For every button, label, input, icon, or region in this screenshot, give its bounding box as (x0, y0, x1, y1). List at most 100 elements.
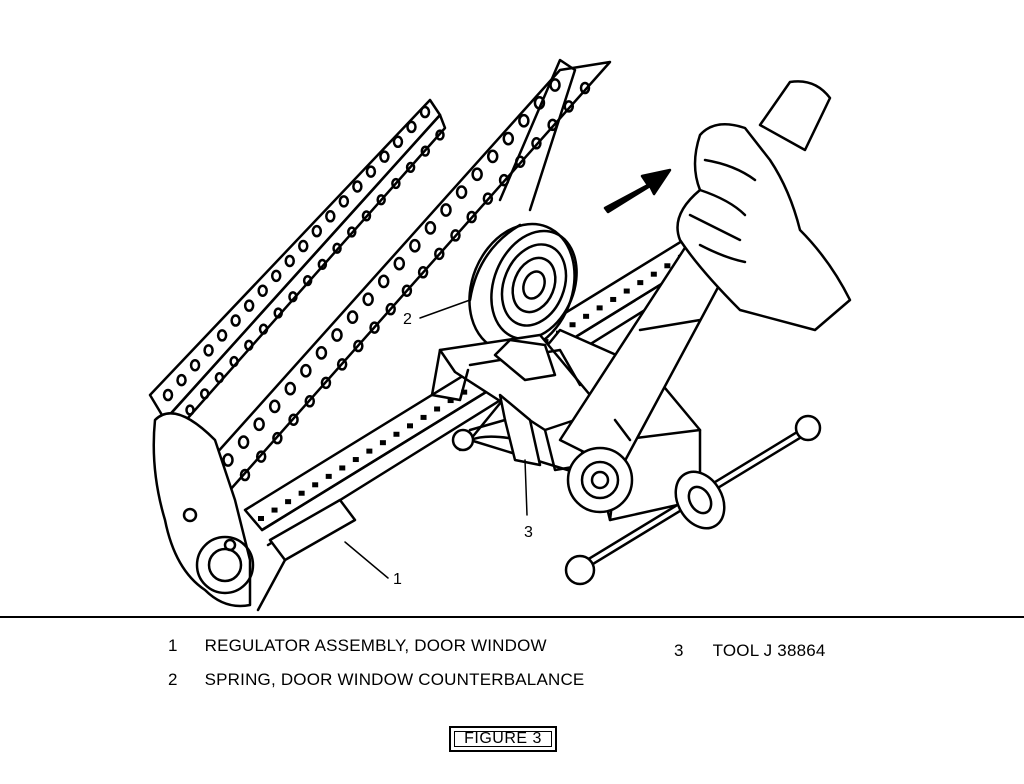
rack-tooth (664, 263, 671, 269)
perforation-hole (244, 339, 254, 351)
perforation-hole (253, 417, 265, 432)
perforation-hole (222, 453, 234, 467)
perforation-hole (391, 177, 401, 190)
perforation-hole (268, 399, 281, 414)
perforation-hole (417, 266, 429, 279)
perforation-hole (377, 274, 390, 289)
legend-text: TOOL J 38864 (712, 641, 826, 660)
rack-tooth (623, 288, 630, 294)
rack-tooth (366, 448, 373, 454)
legend-number: 2 (168, 670, 178, 689)
counterbalance-spring (468, 58, 578, 354)
rack-tooth (258, 516, 264, 521)
perforation-hole (579, 81, 591, 95)
perforation-hole (304, 395, 316, 408)
perforation-hole (440, 203, 452, 217)
rack-tooth (312, 482, 319, 488)
vise-handle (564, 414, 822, 586)
perforation-hole (270, 269, 282, 283)
perforation-hole (405, 161, 416, 173)
perforation-hole (369, 321, 380, 334)
perforation-hole (320, 376, 332, 390)
rack-tooth (461, 389, 468, 395)
callout-3: 3 (524, 524, 533, 541)
direction-arrow (603, 168, 672, 214)
perforation-hole (216, 329, 228, 342)
perforation-hole (162, 388, 174, 402)
perforation-hole (239, 468, 251, 482)
tool-clamp (430, 333, 592, 472)
perforated-track-left (148, 98, 447, 438)
perforation-hole (229, 355, 239, 368)
perforation-hole (401, 284, 413, 297)
rack-tooth (583, 313, 590, 319)
perforation-hole (189, 358, 201, 372)
perforation-hole (331, 328, 343, 342)
rack-tooth (420, 414, 427, 420)
perforation-hole (243, 299, 255, 312)
rack-tooth (298, 490, 305, 496)
rack-tooth (285, 499, 292, 505)
perforation-hole (361, 210, 372, 222)
perforation-hole (471, 167, 483, 182)
perforation-hole (406, 120, 417, 134)
rack-tooth (407, 423, 413, 429)
leader-line-1 (344, 541, 389, 579)
perforation-hole (424, 220, 437, 235)
rack-tooth (352, 457, 359, 463)
perforation-hole (455, 185, 468, 200)
perforation-hole (300, 363, 312, 378)
rack-tooth (434, 406, 441, 412)
rack-tooth (610, 296, 617, 302)
perforation-hole (419, 105, 431, 119)
ratchet-wrench (558, 238, 732, 514)
perforation-hole (272, 431, 283, 445)
rack-tooth (637, 280, 644, 286)
perforation-hole (531, 137, 542, 150)
regulator-spring-illustration: 1 2 3 (148, 58, 852, 612)
perforation-hole (385, 302, 396, 316)
perforation-hole (237, 435, 250, 450)
perforation-hole (362, 292, 374, 307)
perforation-hole (325, 210, 336, 223)
legend-item-1: 1 REGULATOR ASSEMBLY, DOOR WINDOW (168, 636, 547, 656)
rack-tooth (271, 507, 278, 513)
legend-item-2: 2 SPRING, DOOR WINDOW COUNTERBALANCE (168, 670, 584, 690)
callout-1: 1 (393, 571, 402, 588)
perforation-hole (298, 239, 309, 253)
perforation-hole (434, 247, 445, 261)
perforation-hole (352, 180, 363, 193)
perforation-hole (257, 284, 268, 297)
callout-2: 2 (403, 311, 412, 328)
perforation-hole (420, 145, 431, 157)
perforation-hole (255, 450, 267, 463)
legend-text: REGULATOR ASSEMBLY, DOOR WINDOW (204, 636, 547, 655)
perforation-hole (365, 165, 377, 178)
legend-number: 3 (674, 641, 684, 660)
perforation-hole (258, 323, 269, 335)
regulator-housing (152, 412, 255, 608)
perforation-hole (336, 358, 348, 371)
legend-divider (0, 616, 1024, 618)
perforation-hole (317, 258, 328, 271)
perforation-hole (466, 210, 477, 224)
perforation-hole (379, 150, 390, 163)
perforation-hole (393, 256, 406, 271)
perforation-hole (288, 291, 298, 303)
rack-tooth (379, 440, 386, 446)
perforation-hole (311, 224, 323, 238)
perforation-hole (332, 242, 342, 254)
perforation-hole (486, 149, 499, 164)
perforation-hole (353, 339, 364, 353)
perforation-hole (284, 254, 295, 268)
perforation-hole (199, 388, 210, 400)
perforation-hole (273, 307, 283, 319)
rack-tooth (393, 431, 400, 437)
perforation-hole (185, 404, 195, 416)
perforation-hole (376, 194, 386, 206)
rack-tooth (596, 305, 603, 311)
hand (676, 80, 852, 332)
rack-tooth (339, 465, 346, 471)
perforation-hole (347, 226, 357, 238)
perforation-hole (288, 413, 299, 426)
